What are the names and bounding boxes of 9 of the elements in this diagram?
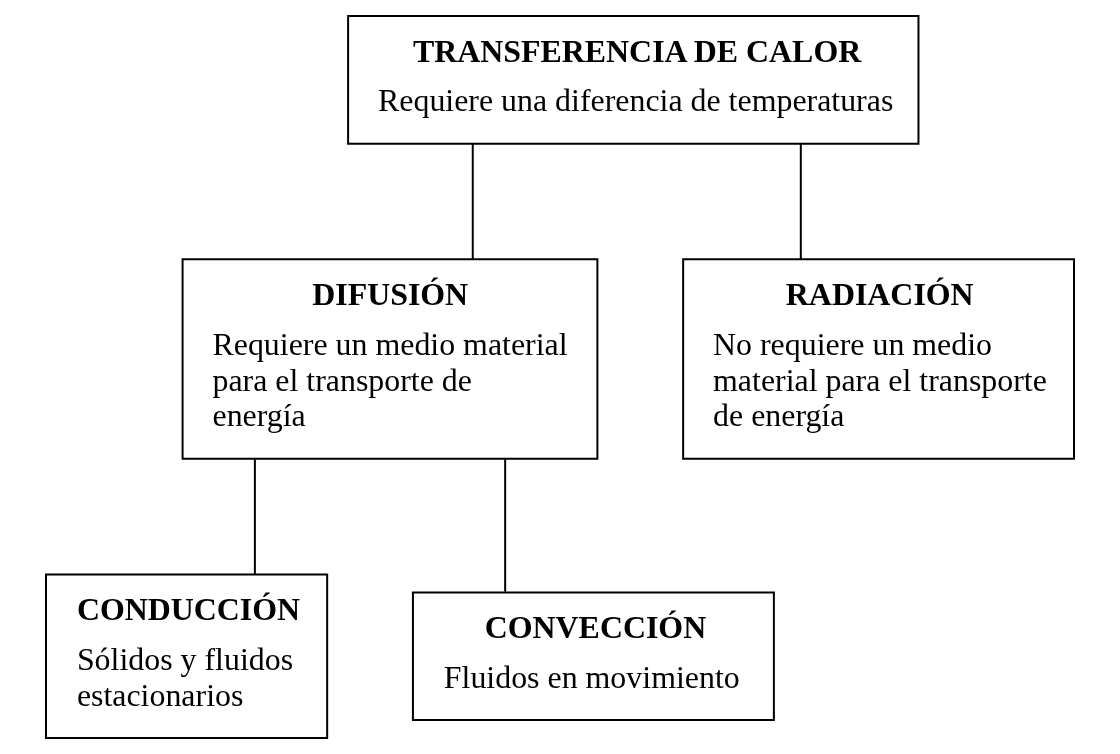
connector (471, 142, 474, 261)
node-box: DIFUSIÓN Requiere un medio material para el transporte de energía (181, 258, 599, 460)
connector (799, 142, 802, 261)
connector (253, 457, 256, 575)
node-box: TRANSFERENCIA DE CALOR Requiere una diferencia de temperaturas (347, 15, 920, 145)
connector (504, 457, 507, 593)
node-box: CONVECCIÓN Fluidos en movimiento (411, 591, 775, 721)
node-box: RADIACIÓN No requiere un medio material para el transporte de energía (682, 258, 1075, 460)
node-box: CONDUCCIÓN Sólidos y fluidos estacionarios (45, 573, 329, 739)
